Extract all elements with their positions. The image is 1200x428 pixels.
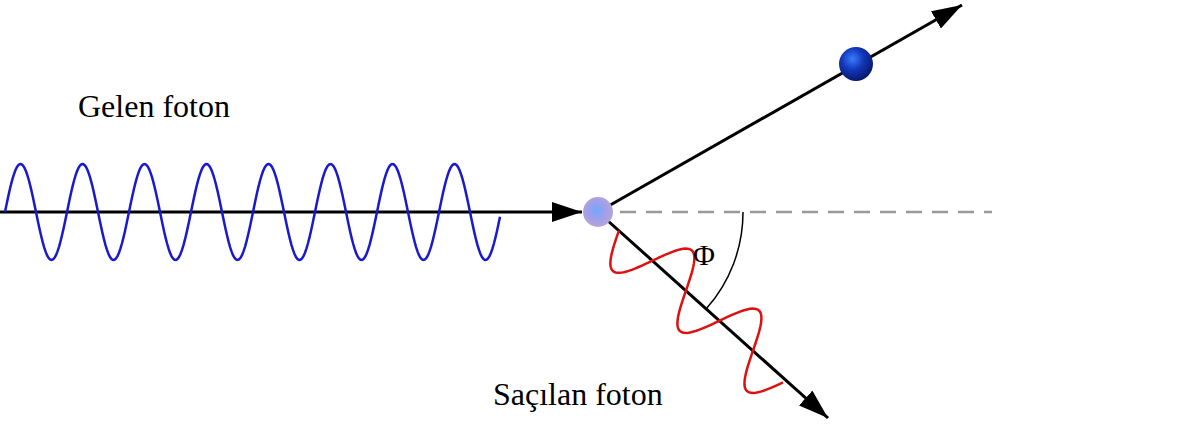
electron-recoil — [839, 47, 873, 81]
scattered-label: Saçılan foton — [493, 378, 663, 410]
scattered-wave — [610, 231, 783, 393]
electron-arrow — [598, 5, 962, 212]
angle-symbol: Φ — [693, 240, 715, 270]
incident-label: Gelen foton — [78, 90, 230, 122]
incident-wave — [5, 164, 500, 260]
reference-line — [620, 211, 992, 214]
electron-rest — [583, 197, 613, 227]
waves — [5, 164, 783, 393]
incident-arrow — [0, 211, 582, 214]
